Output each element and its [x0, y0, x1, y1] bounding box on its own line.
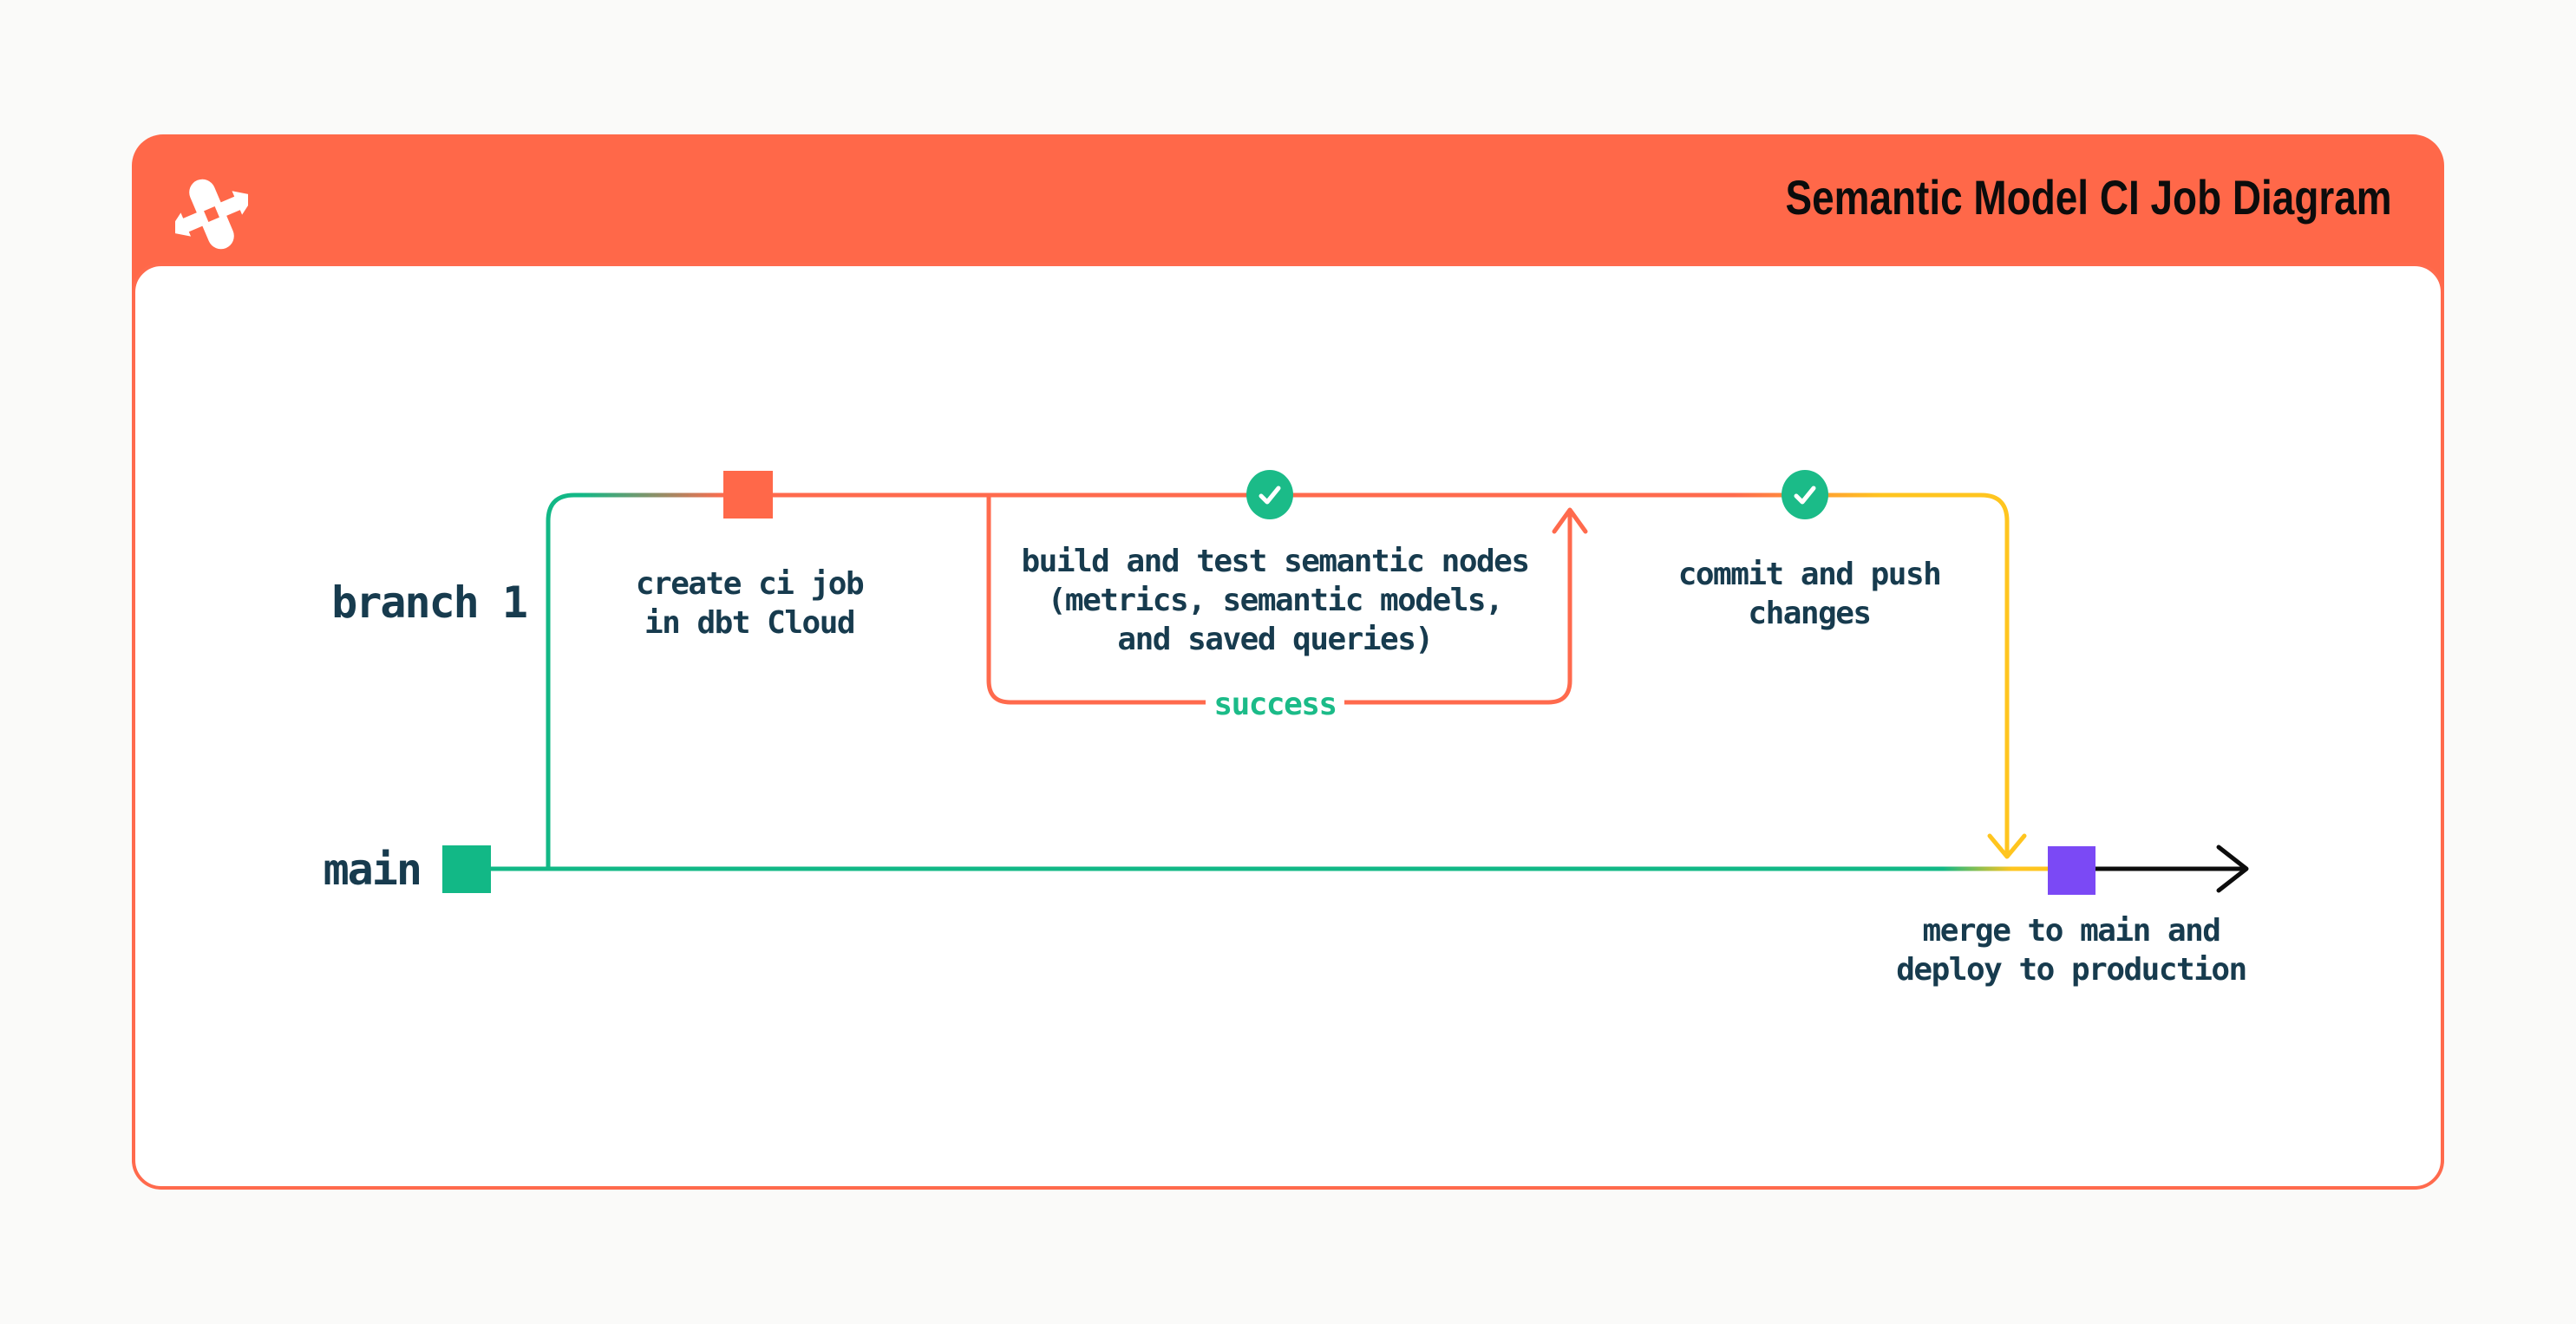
check-icon [1246, 470, 1293, 519]
node-label-commit-push: commit and push changes [1677, 557, 1942, 631]
arrow-right-icon [2216, 845, 2249, 893]
check-icon [1782, 470, 1828, 519]
commit-node-create-ci [723, 471, 773, 519]
main-label: main [323, 845, 422, 895]
commit-node-main [442, 845, 491, 893]
commit-node-merge [2048, 846, 2095, 895]
checkmark-glyph [1794, 486, 1816, 504]
branch-label: branch 1 [331, 577, 528, 628]
node-label-build-test: build and test semantic nodes (metrics, … [1021, 544, 1530, 657]
diagram-card: Semantic Model CI Job Diagram [132, 134, 2444, 1190]
checkmark-glyph [1259, 486, 1281, 504]
arrow-down-icon [1987, 833, 2027, 859]
branch-line-yellow [1889, 492, 2010, 853]
arrow-up-icon [1552, 507, 1588, 534]
node-label-merge-deploy: merge to main and deploy to production [1896, 913, 2247, 988]
page-title: Semantic Model CI Job Diagram [1785, 170, 2392, 225]
success-loop-left [986, 497, 1206, 705]
card-body [132, 263, 2444, 1190]
success-loop-right [1344, 513, 1572, 705]
node-label-create-ci: create ci job in dbt Cloud [635, 566, 865, 641]
card-header: Semantic Model CI Job Diagram [132, 134, 2444, 266]
dbt-logo-icon [175, 179, 248, 250]
success-label: success [1213, 687, 1337, 722]
branch-line-start [546, 492, 581, 869]
